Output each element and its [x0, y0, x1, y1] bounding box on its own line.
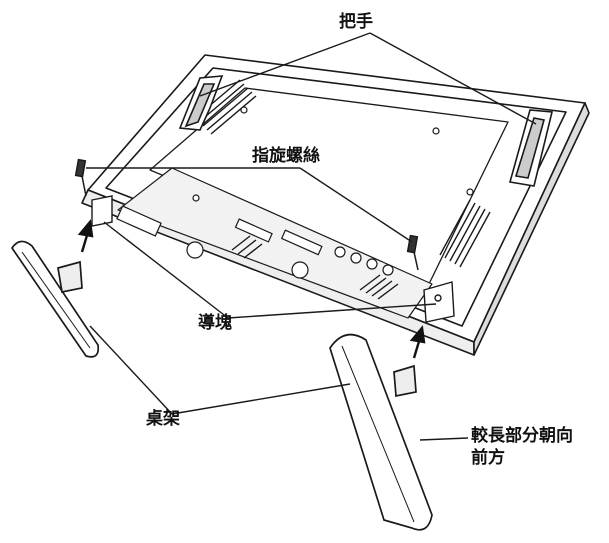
- stand-left: [10, 240, 100, 358]
- leader-lines: [86, 32, 537, 441]
- thumbscrews: [74, 158, 419, 271]
- stand-label: 桌架: [146, 409, 180, 429]
- handle-left: [178, 75, 224, 131]
- insertion-arrows: [77, 219, 426, 359]
- handle-right: [508, 109, 553, 187]
- longer-part-forward-line1: 較長部分朝向: [471, 426, 573, 446]
- longer-part-forward-line2: 前方: [471, 448, 505, 468]
- guide-blocks: [91, 195, 455, 323]
- vent-slots: [194, 79, 491, 300]
- longer-part-forward-label: 較長部分朝向 前方: [471, 425, 581, 469]
- monitor-rear-panel: [81, 54, 590, 356]
- stand-right: [329, 333, 433, 531]
- handle-label: 把手: [339, 12, 373, 32]
- thumbscrew-label: 指旋螺絲: [252, 146, 320, 166]
- connector-ports: [116, 106, 474, 279]
- guide-block-label: 導塊: [198, 313, 232, 333]
